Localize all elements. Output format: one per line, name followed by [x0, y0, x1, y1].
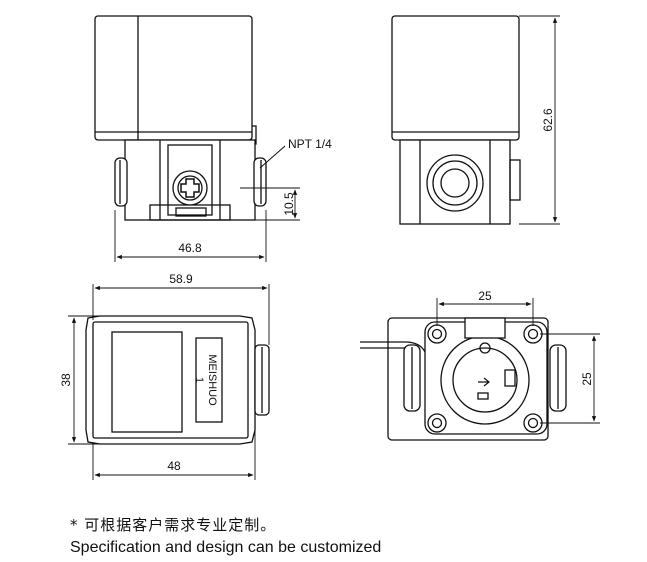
dim-total-length-label: 58.9 [169, 272, 193, 286]
note-chinese: * 可根据客户需求专业定制。 [70, 516, 277, 534]
dim-mount-x [436, 298, 534, 326]
brand-label: MEISHUO [206, 354, 218, 406]
npt-label: NPT 1/4 [288, 137, 332, 151]
dim-port-height-label: 10.5 [282, 192, 296, 216]
dim-total-height-label: 62.6 [541, 108, 555, 132]
dim-body-length [92, 430, 256, 480]
top-view [85, 315, 270, 445]
front-view [94, 15, 267, 221]
dim-top-depth [68, 315, 100, 445]
side-view [391, 15, 521, 225]
dim-base-width-label: 46.8 [178, 241, 202, 255]
dim-total-length [92, 284, 270, 345]
npt-leader [259, 145, 286, 169]
dim-mount-y [540, 333, 600, 424]
dim-body-length-label: 48 [167, 459, 181, 473]
note-english: Specification and design can be customiz… [70, 539, 382, 556]
dim-base-width [114, 210, 267, 262]
dim-total-height [519, 15, 560, 225]
dim-port-height [240, 187, 300, 221]
dim-top-depth-label: 38 [59, 373, 73, 387]
model-number-label: 1 [193, 377, 205, 383]
dim-mount-y-label: 25 [580, 372, 594, 386]
bottom-view [360, 317, 567, 441]
dim-mount-x-label: 25 [478, 289, 492, 303]
